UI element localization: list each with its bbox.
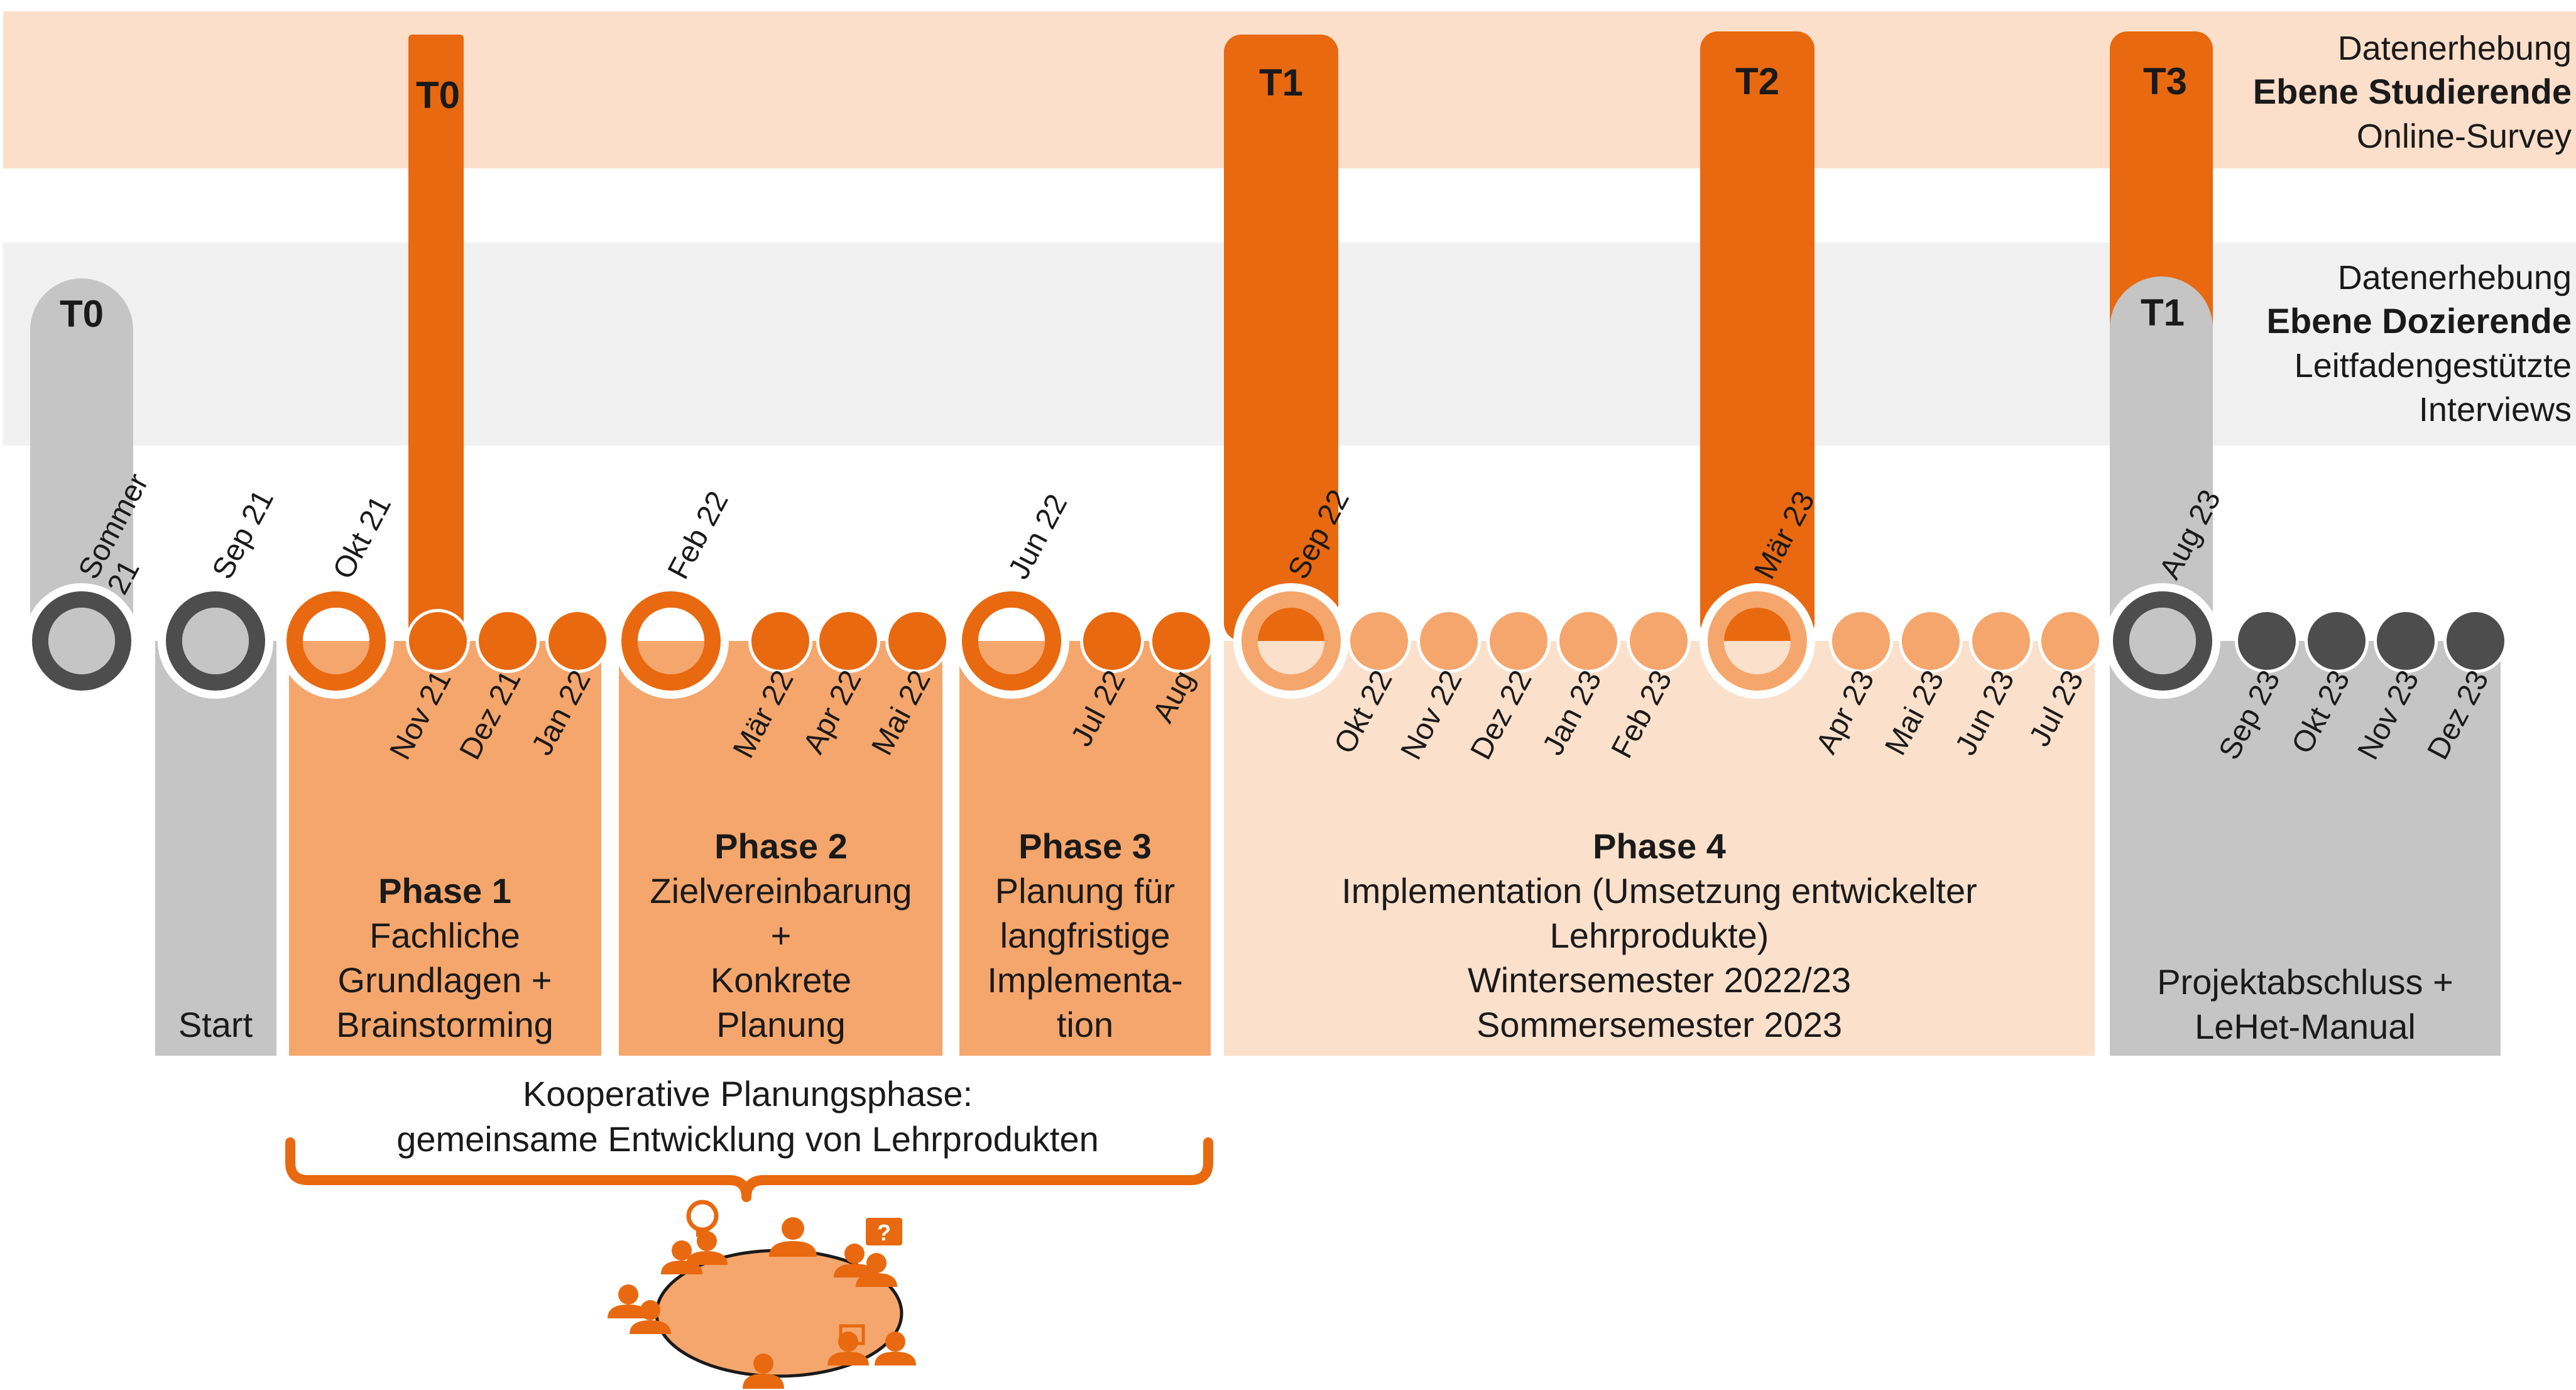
phase4-block: Phase 4 Implementation (Umsetzung entwic…	[1224, 641, 2095, 1056]
lecturers-band-line3: Leitfadengestützte	[2295, 347, 2572, 385]
phase3-line2: langfristige	[1000, 916, 1171, 955]
phase-start-block: Start	[155, 641, 276, 1056]
cooperative-bracket	[285, 1137, 1213, 1202]
lecturers-band-line4: Interviews	[2419, 391, 2572, 429]
students-band-text: Datenerhebung Ebene Studierende Online-S…	[2253, 30, 2572, 155]
phase-end-line2: LeHet-Manual	[2195, 1007, 2416, 1046]
milestone-t1-lecturers-label: T1	[2141, 292, 2185, 334]
question-sign-icon: ?	[866, 1218, 902, 1245]
phase-end-block: Projektabschluss + LeHet-Manual	[2110, 641, 2501, 1056]
milestone-t0-lecturers-label: T0	[60, 293, 104, 335]
phase2-line2: +	[771, 916, 792, 955]
phase2-line4: Planung	[716, 1005, 846, 1044]
students-band-line3: Online-Survey	[2357, 118, 2572, 155]
phase4-line4: Sommersemester 2023	[1476, 1005, 1842, 1044]
person-icon	[875, 1332, 916, 1365]
milestone-t2-students-label: T2	[1735, 60, 1779, 102]
milestone-t0-students-label: T0	[416, 74, 460, 116]
milestone-t1-students: T1	[1224, 35, 1338, 641]
phase4-line3: Wintersemester 2022/23	[1468, 960, 1851, 1000]
meeting-table-icon: ?	[608, 1200, 916, 1389]
person-icon	[608, 1284, 649, 1318]
phase4-line2: Lehrprodukte)	[1550, 916, 1769, 955]
person-icon	[661, 1240, 702, 1274]
person-icon	[856, 1253, 897, 1287]
lecturers-band-line2: Ebene Dozierende	[2267, 301, 2572, 341]
lecturers-band-text: Datenerhebung Ebene Dozierende Leitfaden…	[2267, 259, 2572, 429]
lecturers-band-line1: Datenerhebung	[2338, 259, 2572, 297]
timeline-ring-label: Sep 21	[206, 484, 280, 584]
phase2-block: Phase 2 Zielvereinbarung + Konkrete Plan…	[619, 641, 942, 1056]
phase-start-label: Start	[178, 1005, 253, 1044]
students-band-line2: Ebene Studierende	[2253, 72, 2572, 111]
person-icon	[827, 1332, 869, 1365]
timeline-ring-label: Okt 21	[327, 490, 398, 584]
timeline-ring-label: Feb 22	[662, 486, 735, 584]
phase1-title: Phase 1	[378, 871, 511, 911]
phase2-title: Phase 2	[714, 826, 848, 866]
students-band-line1: Datenerhebung	[2338, 30, 2572, 67]
phase3-line1: Planung für	[995, 871, 1175, 911]
person-icon	[743, 1354, 784, 1389]
cooperative-line1: Kooperative Planungsphase:	[523, 1074, 973, 1114]
phase4-line1: Implementation (Umsetzung entwickelter	[1341, 871, 1977, 911]
milestone-t1-lecturers: T1	[2110, 276, 2213, 641]
timeline-ring-label: Jun 22	[1002, 489, 1074, 584]
phase1-line2: Grundlagen +	[338, 960, 552, 1000]
milestone-t3-students-label: T3	[2143, 60, 2187, 102]
cooperative-planning: Kooperative Planungsphase: gemeinsame En…	[285, 1074, 1213, 1202]
timeline-ring-jun22: Jun 22	[954, 489, 1074, 699]
phase1-line3: Brainstorming	[336, 1005, 553, 1044]
timeline-ring-okt21: Okt 21	[278, 490, 398, 699]
phase3-line4: tion	[1057, 1005, 1113, 1044]
phase4-title: Phase 4	[1593, 826, 1726, 866]
phase1-block: Phase 1 Fachliche Grundlagen + Brainstor…	[289, 641, 601, 1056]
phase3-block: Phase 3 Planung für langfristige Impleme…	[959, 641, 1211, 1056]
lightbulb-icon	[686, 1200, 719, 1237]
cooperative-line2: gemeinsame Entwicklung von Lehrprodukten	[396, 1119, 1099, 1159]
svg-text:?: ?	[877, 1220, 891, 1245]
phase1-line1: Fachliche	[369, 916, 520, 955]
timeline-dot-mai22: Mai 22	[865, 609, 949, 760]
person-icon	[769, 1217, 817, 1257]
milestone-t0-students: T0	[408, 35, 464, 641]
phase-end-line1: Projektabschluss +	[2157, 962, 2453, 1002]
phase3-line3: Implementa-	[987, 960, 1182, 1000]
milestone-t2-students: T2	[1700, 31, 1815, 641]
phase2-line1: Zielvereinbarung	[650, 871, 912, 911]
person-icon	[630, 1300, 671, 1334]
phase3-title: Phase 3	[1018, 826, 1152, 866]
person-icon	[834, 1244, 875, 1278]
phase2-line3: Konkrete	[711, 960, 851, 1000]
timeline-ring-sep21: Sep 21	[158, 484, 280, 699]
timeline-ring-feb22: Feb 22	[613, 486, 735, 699]
milestone-t1-students-label: T1	[1259, 62, 1303, 104]
milestone-t0-lecturers: T0	[30, 278, 133, 641]
flipchart-icon	[839, 1324, 865, 1345]
milestone-t3-students: T3	[2110, 31, 2213, 346]
